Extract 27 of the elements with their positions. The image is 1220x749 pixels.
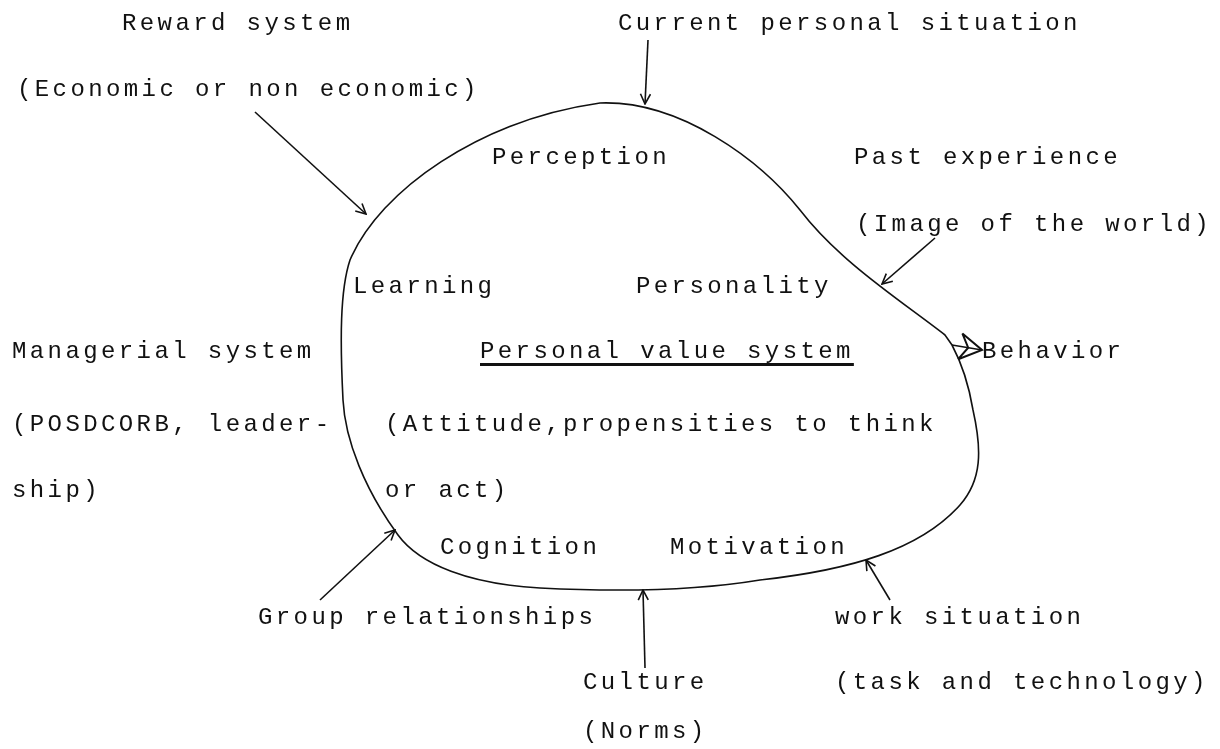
label-text: Group relationships	[258, 603, 597, 633]
arrow	[319, 529, 396, 601]
note-text: (task and technology)	[835, 668, 1209, 698]
label-text: Behavior	[982, 337, 1125, 367]
label-text: Perception	[492, 143, 671, 173]
note-text: Learning	[353, 272, 496, 302]
arrow	[637, 589, 650, 669]
note-text: Motivation	[670, 533, 849, 563]
note-text: (Attitude,propensities to think or act)	[385, 410, 938, 506]
label-text: Reward system	[122, 9, 354, 39]
note-text: (Economic or non economic)	[17, 75, 480, 105]
note-text: Personality	[636, 272, 832, 302]
note-text: (POSDCORB, leader-ship)	[12, 410, 334, 506]
label-text: Past experience	[854, 143, 1122, 173]
arrow	[254, 111, 367, 215]
arrow	[639, 39, 652, 105]
arrow	[951, 332, 983, 361]
label-text: work situation	[835, 603, 1085, 633]
label-text: Current personal situation	[618, 9, 1081, 39]
note-text: (Norms)	[583, 717, 708, 747]
note-text: Cognition	[440, 533, 601, 563]
arrow	[865, 559, 891, 601]
label-text: Managerial system	[12, 337, 315, 367]
note-text: (Image of the world)	[856, 210, 1213, 240]
arrow	[881, 237, 936, 285]
note-text: Personal value system	[480, 337, 854, 367]
label-text: Culture	[583, 668, 708, 698]
